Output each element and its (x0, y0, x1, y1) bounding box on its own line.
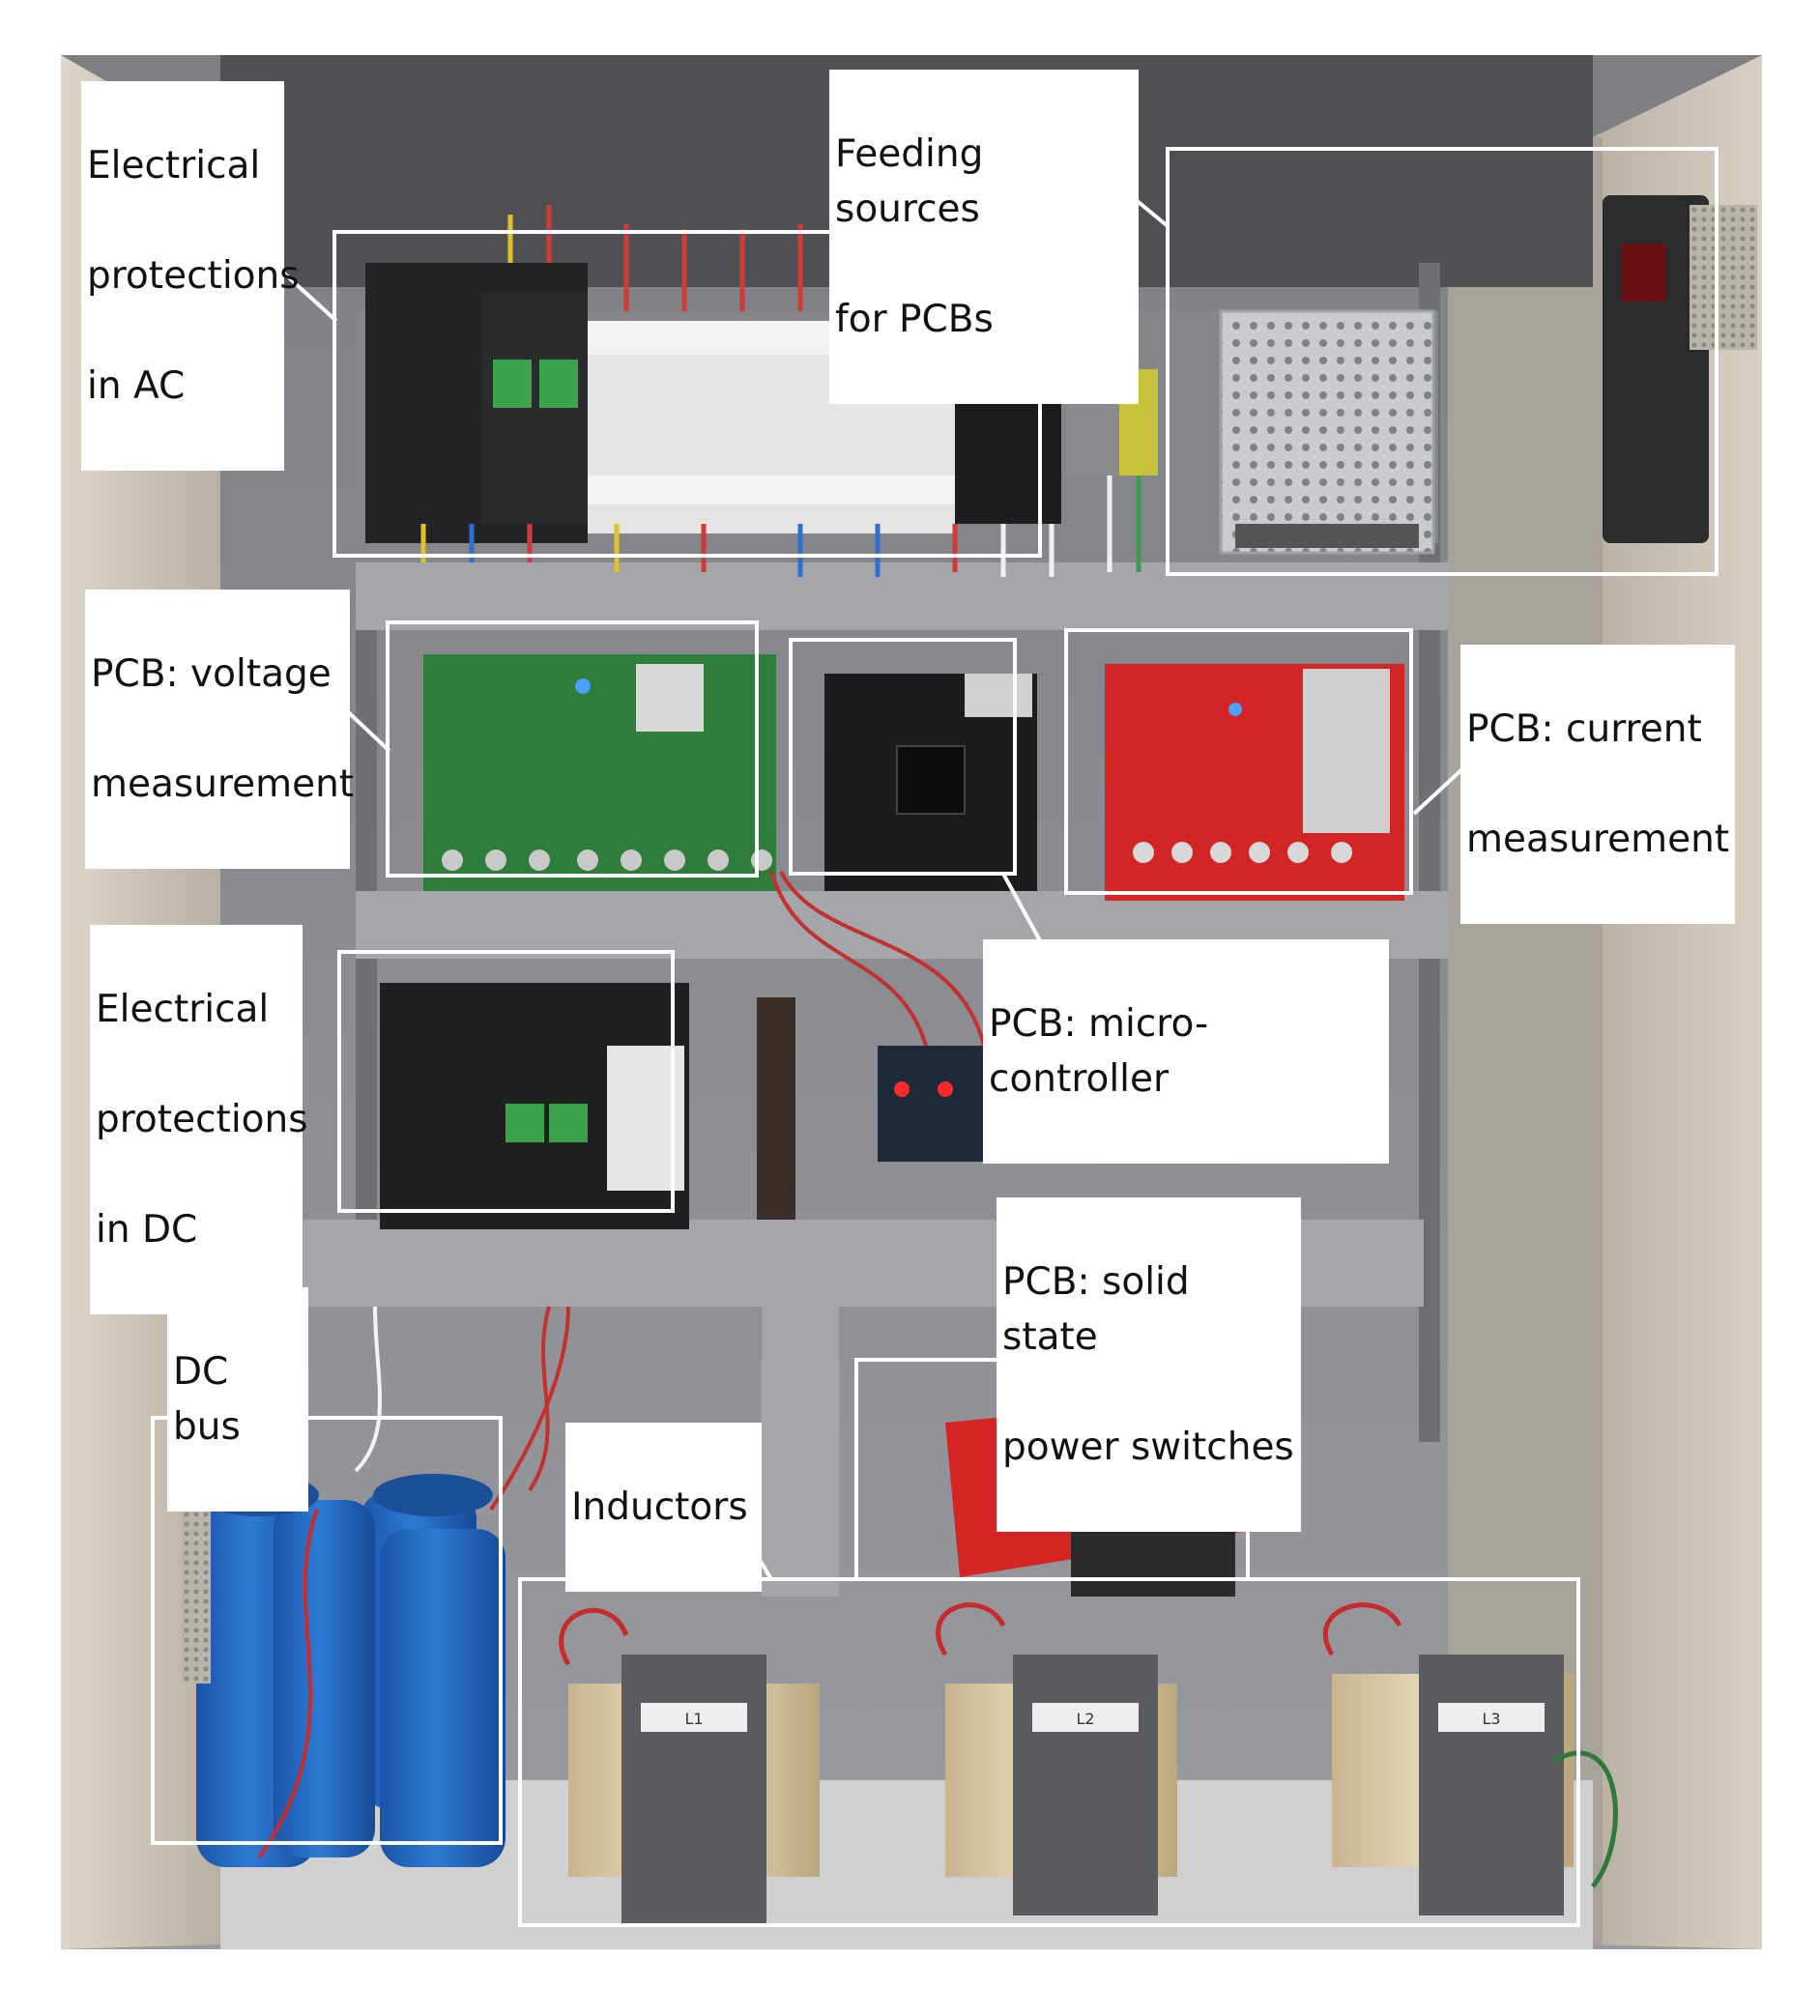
fuse-holder (757, 997, 795, 1220)
label-ac-protections: Electrical protections in AC (81, 81, 300, 471)
label-pcb-voltage: PCB: voltage measurement (85, 590, 354, 869)
box-micro-pcb (789, 638, 1017, 876)
label-dc-protections: Electrical protections in DC (90, 925, 308, 1314)
label-pcb-solid-state: PCB: solid state power switches (997, 1197, 1301, 1532)
inductor-2: L2 (945, 1655, 1177, 1915)
fan-grill (1690, 205, 1757, 350)
psu-terminals (1235, 524, 1419, 548)
inductor-tag-3: L3 (1482, 1710, 1500, 1728)
label-feeding-sources: Feeding sources for PCBs (829, 70, 1139, 404)
inductor-tag-1: L1 (684, 1710, 703, 1728)
label-pcb-micro: PCB: micro-controller (983, 939, 1389, 1164)
figure-frame: L1 L2 L3 El (27, 21, 1794, 1995)
label-inductors: Inductors (565, 1423, 762, 1592)
ac-breakers (365, 263, 1158, 543)
label-pcb-current: PCB: current measurement (1460, 645, 1735, 924)
center-post (762, 1307, 839, 1597)
box-feeding-sources (1166, 147, 1719, 576)
inductor-tag-2: L2 (1076, 1710, 1094, 1728)
left-vent (182, 1490, 211, 1684)
power-supply (1219, 309, 1435, 555)
inductor-3: L3 (1332, 1655, 1574, 1915)
rail-right (1419, 263, 1440, 1442)
dc-bus-capacitors (196, 1474, 506, 1867)
box-dc-protections (337, 950, 675, 1213)
box-dc-bus (151, 1416, 503, 1845)
relay-board (878, 1046, 1003, 1162)
box-current-pcb (1064, 628, 1413, 895)
inductor-1: L1 (568, 1655, 820, 1925)
mid-wires (354, 871, 986, 1512)
meter-display (1622, 244, 1665, 302)
label-dc-bus: DC bus (167, 1287, 308, 1512)
box-inductors (518, 1577, 1580, 1927)
